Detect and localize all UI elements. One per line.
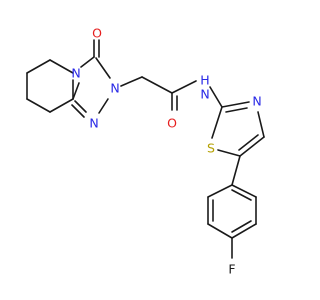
bond-c2-n3-double (225, 107, 248, 113)
bond-ph-6 (231, 184, 257, 198)
bond-ph-4 (231, 223, 257, 239)
atom-n-amide: N (200, 87, 209, 102)
bond-n2-n1 (98, 98, 109, 114)
bond-ring6-d (26, 98, 51, 113)
atom-labels: O N N N O N H N S F (71, 26, 261, 277)
bond-c4-c5 (239, 136, 265, 157)
bond-ring6-e (49, 98, 74, 113)
bond-c3-n2 (95, 57, 111, 79)
bond-n3-c4 (257, 111, 265, 138)
bond-n1-c8a (74, 100, 87, 113)
bond-n4-c3 (80, 56, 95, 68)
atom-s-thiazole: S (207, 141, 215, 156)
molecule-diagram: O N N N O N H N S F (26, 26, 265, 277)
atom-o-amide: O (167, 116, 177, 131)
bond-c5-s (217, 149, 241, 157)
atom-n2-triazole: N (110, 81, 119, 96)
bond-n2-ch2 (120, 76, 143, 87)
bonds (26, 39, 265, 259)
bond-c2-n3 (221, 101, 250, 108)
bond-c8a-n4 (72, 82, 80, 100)
bond-c5-phenyl (231, 155, 241, 186)
bond-camide-nh (171, 80, 197, 94)
atom-n-thiazole: N (252, 94, 261, 109)
bond-n1-c8a-double (71, 104, 85, 118)
atom-n1-triazole: N (89, 116, 98, 131)
bond-s-c2 (211, 106, 223, 139)
atom-n-bridgehead: N (71, 66, 80, 81)
atom-o-carbonyl: O (92, 26, 102, 41)
bond-ph-1 (207, 184, 233, 198)
bond-ch2-camide (141, 76, 173, 94)
atom-h-amide: H (200, 73, 209, 88)
bond-nh-c2thiazole (209, 86, 223, 108)
bond-ph-6-double (231, 189, 252, 201)
bond-ring6-a (49, 59, 74, 74)
bond-c4-c5-double (238, 134, 259, 151)
bond-ph-4-double (231, 220, 252, 233)
bond-ph-3 (207, 223, 233, 239)
atom-f: F (228, 262, 235, 277)
bond-ring6-b (26, 59, 51, 74)
